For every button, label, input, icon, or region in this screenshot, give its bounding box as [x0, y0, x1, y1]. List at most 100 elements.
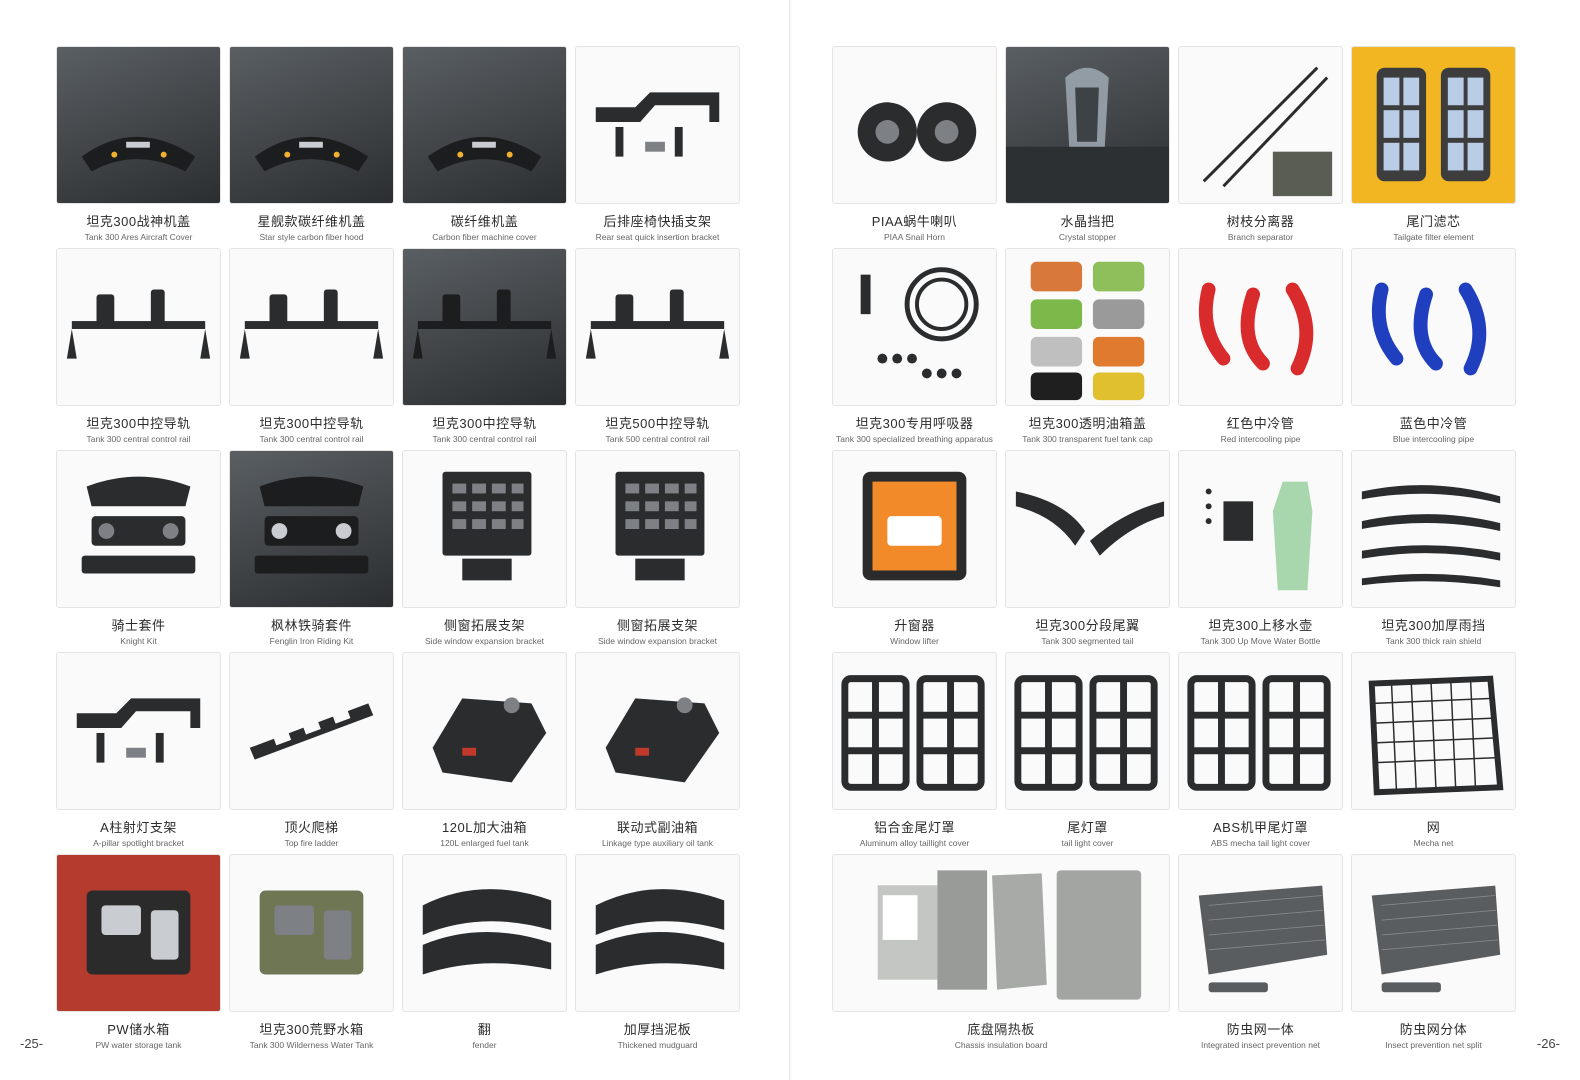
panel-icon	[402, 450, 567, 608]
product-name-en: Tank 300 central control rail	[432, 434, 537, 444]
wing-icon	[1005, 450, 1170, 608]
product-name-en: Knight Kit	[120, 636, 157, 646]
product-card: 星舰款碳纤维机盖 Star style carbon fiber hood	[229, 46, 394, 248]
product-card: 坦克300专用呼吸器 Tank 300 specialized breathing…	[832, 248, 997, 450]
product-name-en: Chassis insulation board	[954, 1040, 1048, 1050]
fender-icon	[575, 854, 740, 1012]
product-name-en: Tank 300 thick rain shield	[1385, 636, 1482, 646]
product-name-cn: 防虫网一体	[1226, 1022, 1295, 1037]
bottle-icon	[1178, 450, 1343, 608]
product-name-cn: 顶火爬梯	[284, 820, 339, 835]
product-card: 120L加大油箱 120L enlarged fuel tank	[402, 652, 567, 854]
product-name-cn: 水晶挡把	[1060, 214, 1115, 229]
ladder-icon	[229, 652, 394, 810]
product-name-en: PIAA Snail Horn	[884, 232, 945, 242]
panel-icon	[575, 450, 740, 608]
product-card: 坦克300分段尾翼 Tank 300 segmented tail	[1005, 450, 1170, 652]
product-name-cn: 蓝色中冷管	[1399, 416, 1468, 431]
product-name-en: Thickened mudguard	[617, 1040, 698, 1050]
product-card: 蓝色中冷管 Blue intercooling pipe	[1351, 248, 1516, 450]
product-name-cn: 骑士套件	[111, 618, 166, 633]
product-name-cn: ABS机甲尾灯罩	[1212, 820, 1308, 835]
product-name-en: Mecha net	[1413, 838, 1454, 848]
product-name-cn: 坦克300专用呼吸器	[855, 416, 974, 431]
product-name-cn: 坦克300中控导轨	[259, 416, 364, 431]
lamp-guard-icon	[832, 652, 997, 810]
product-name-cn: PIAA蜗牛喇叭	[871, 214, 958, 229]
product-name-cn: 防虫网分体	[1399, 1022, 1468, 1037]
horn-icon	[832, 46, 997, 204]
product-name-en: 120L enlarged fuel tank	[440, 838, 529, 848]
product-name-en: Tank 300 central control rail	[86, 434, 191, 444]
product-name-en: Tailgate filter element	[1393, 232, 1474, 242]
box-icon	[229, 854, 394, 1012]
bumper-icon	[56, 450, 221, 608]
visor-icon	[1351, 450, 1516, 608]
product-name-en: Branch separator	[1227, 232, 1294, 242]
product-name-en: Side window expansion bracket	[424, 636, 545, 646]
product-name-en: Rear seat quick insertion bracket	[595, 232, 720, 242]
product-name-cn: 底盘隔热板	[967, 1022, 1035, 1037]
product-name-cn: 枫林铁骑套件	[270, 618, 352, 633]
product-name-en: Tank 300 Ares Aircraft Cover	[84, 232, 193, 242]
product-name-en: Tank 300 transparent fuel tank cap	[1022, 434, 1153, 444]
product-name-cn: 120L加大油箱	[442, 820, 527, 835]
lamp-guard-icon	[1005, 652, 1170, 810]
product-name-cn: 加厚挡泥板	[623, 1022, 692, 1037]
product-name-en: Insect prevention net split	[1385, 1040, 1482, 1050]
product-name-cn: 坦克300中控导轨	[86, 416, 191, 431]
product-name-en: Aluminum alloy taillight cover	[859, 838, 970, 848]
tank-icon	[575, 652, 740, 810]
product-name-en: fender	[472, 1040, 497, 1050]
pipe-icon	[1351, 248, 1516, 406]
rail-icon	[402, 248, 567, 406]
page-gutter	[789, 0, 791, 1080]
product-name-cn: 尾门滤芯	[1406, 214, 1461, 229]
product-name-cn: 星舰款碳纤维机盖	[257, 214, 366, 229]
product-card: 坦克300中控导轨 Tank 300 central control rail	[229, 248, 394, 450]
product-name-en: ABS mecha tail light cover	[1210, 838, 1311, 848]
product-name-en: Tank 300 Up Move Water Bottle	[1200, 636, 1321, 646]
product-name-cn: 坦克300加厚雨挡	[1381, 618, 1486, 633]
bumper-icon	[229, 450, 394, 608]
product-card: 水晶挡把 Crystal stopper	[1005, 46, 1170, 248]
product-name-en: Red intercooling pipe	[1220, 434, 1301, 444]
catalog-page-26: PIAA蜗牛喇叭 PIAA Snail Horn 水晶挡把 Crystal stopp…	[790, 0, 1580, 1080]
product-name-cn: 树枝分离器	[1226, 214, 1295, 229]
cable-icon	[1178, 46, 1343, 204]
fender-icon	[402, 854, 567, 1012]
product-name-cn: 坦克300分段尾翼	[1035, 618, 1140, 633]
product-name-en: Linkage type auxiliary oil tank	[601, 838, 714, 848]
product-name-cn: A柱射灯支架	[100, 820, 177, 835]
product-name-en: Side window expansion bracket	[597, 636, 718, 646]
product-name-en: Tank 300 specialized breathing apparatus	[836, 434, 993, 444]
product-name-en: PW water storage tank	[95, 1040, 182, 1050]
product-name-cn: 联动式副油箱	[616, 820, 698, 835]
product-name-en: Crystal stopper	[1058, 232, 1117, 242]
product-card: 骑士套件 Knight Kit	[56, 450, 221, 652]
page-number: -26-	[1536, 1036, 1560, 1051]
product-name-en: Carbon fiber machine cover	[432, 232, 537, 242]
lifter-icon	[832, 450, 997, 608]
product-name-cn: PW储水箱	[107, 1022, 170, 1037]
product-name-en: Star style carbon fiber hood	[259, 232, 364, 242]
product-card: 坦克300中控导轨 Tank 300 central control rail	[56, 248, 221, 450]
product-name-en: tail light cover	[1061, 838, 1114, 848]
mesh-icon	[1351, 854, 1516, 1012]
product-name-en: Blue intercooling pipe	[1392, 434, 1475, 444]
product-name-en: Tank 300 segmented tail	[1041, 636, 1134, 646]
product-name-en: Tank 300 central control rail	[259, 434, 364, 444]
mesh-icon	[1178, 854, 1343, 1012]
product-name-cn: 尾灯罩	[1067, 820, 1108, 835]
